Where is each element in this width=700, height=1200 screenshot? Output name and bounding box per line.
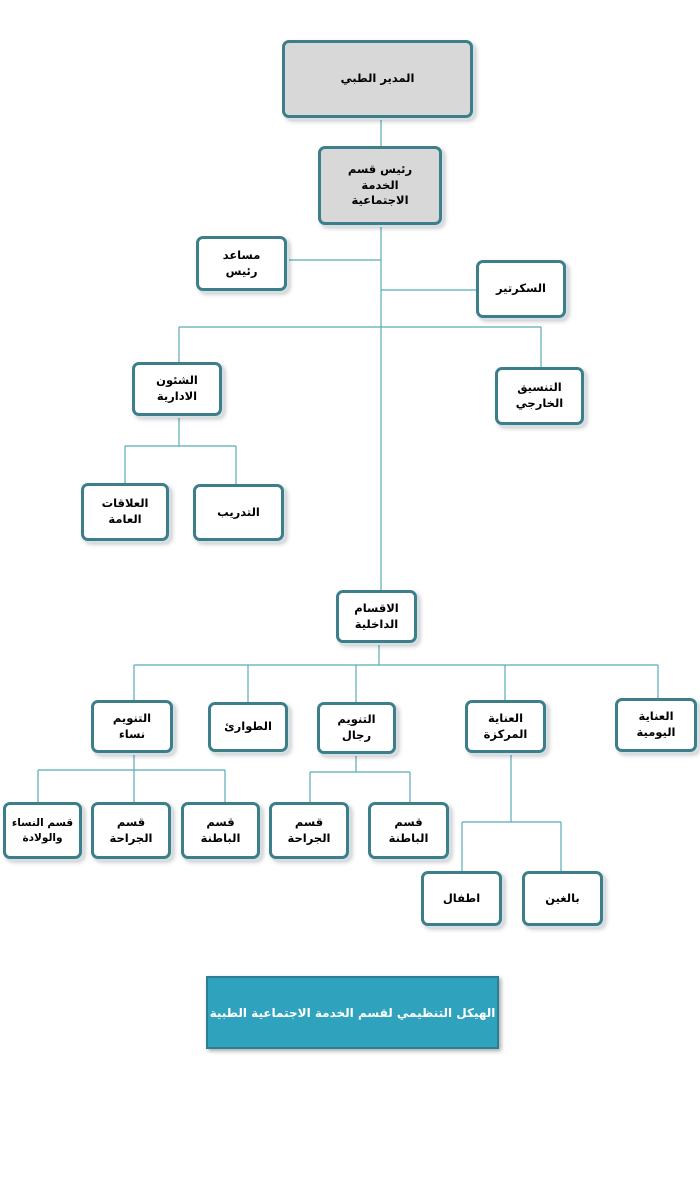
men-internal-department-box: قسم الباطنة — [368, 802, 449, 859]
men-surgery-department-box: قسم الجراحة — [269, 802, 349, 859]
day-care-box: العناية اليومية — [615, 698, 697, 752]
emergency-box: الطوارئ — [208, 702, 288, 752]
obgyn-department-box: قسم النساء والولادة — [3, 802, 82, 859]
children-box: اطفال — [421, 871, 502, 926]
training-box: التدريب — [193, 484, 284, 541]
adults-box: بالغين — [522, 871, 603, 926]
external-coordination-box: التنسيق الخارجي — [495, 367, 584, 425]
assistant-head-box: مساعد رئيس — [196, 236, 287, 291]
women-inpatient-box: التنويم نساء — [91, 700, 173, 753]
women-surgery-department-box: قسم الجراحة — [91, 802, 171, 859]
medical-director-box: المدير الطبي — [282, 40, 473, 118]
chart-title: الهيكل التنظيمي لقسم الخدمة الاجتماعية ا… — [206, 976, 499, 1049]
internal-departments-box: الاقسام الداخلية — [336, 590, 417, 643]
women-internal-department-box: قسم الباطنة — [181, 802, 260, 859]
public-relations-box: العلاقات العامة — [81, 483, 169, 541]
administrative-affairs-box: الشئون الادارية — [132, 362, 222, 416]
men-inpatient-box: التنويم رجال — [317, 702, 396, 754]
secretary-box: السكرتير — [476, 260, 566, 318]
intensive-care-box: العناية المركزة — [465, 700, 546, 753]
social-service-head-box: رئيس قسم الخدمة الاجتماعية — [318, 146, 442, 225]
